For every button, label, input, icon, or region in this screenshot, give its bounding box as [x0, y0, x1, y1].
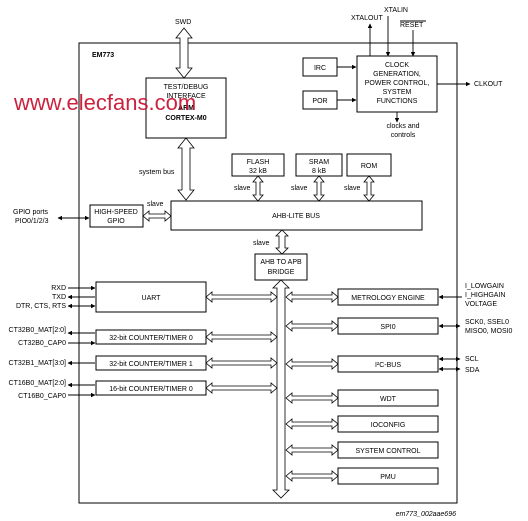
bridge-line1: AHB TO APB	[260, 259, 302, 266]
clocks-label2: controls	[391, 132, 416, 139]
uart-label: UART	[142, 295, 162, 302]
syscon-bus-arrow	[285, 444, 339, 456]
rxd-label: RXD	[51, 285, 66, 292]
spi0-label: SPI0	[380, 324, 395, 331]
sda-label: SDA	[465, 367, 480, 374]
gpio-line2: GPIO	[107, 218, 125, 225]
apb-bus	[272, 279, 290, 499]
flash-line2: 32 kB	[249, 168, 267, 175]
txd-label: TXD	[52, 294, 66, 301]
sram-slave-label: slave	[291, 185, 307, 192]
clock-line2: GENERATION,	[373, 71, 421, 78]
uart-bus-arrow	[205, 291, 278, 303]
ioconfig-label: IOCONFIG	[371, 422, 406, 429]
gpio-bus-arrow	[142, 210, 172, 222]
spi0-signals-1: SCK0, SSEL0	[465, 319, 509, 326]
i2c-bus-arrow	[285, 358, 339, 370]
voltage-label: VOLTAGE	[465, 301, 497, 308]
ct32b0-label: 32-bit COUNTER/TIMER 0	[109, 335, 193, 342]
spi0-bus-arrow	[285, 320, 339, 332]
irc-label: IRC	[314, 65, 326, 72]
swd-label: SWD	[175, 19, 191, 26]
gpio-slave-label: slave	[147, 201, 163, 208]
ct32b0-bus-arrow	[205, 331, 278, 343]
ct16b0-cap-label: CT16B0_CAP0	[18, 393, 66, 400]
gpio-ports-label2: PIO0/1/2/3	[15, 218, 49, 225]
pmu-label: PMU	[380, 474, 396, 481]
gpio-ports-label1: GPIO ports	[13, 209, 49, 216]
lowgain-label: I_LOWGAIN	[465, 283, 504, 290]
highgain-label: I_HIGHGAIN	[465, 292, 505, 299]
gpio-line1: HIGH-SPEED	[94, 209, 138, 216]
scl-label: SCL	[465, 356, 479, 363]
ct32b0-mat-label: CT32B0_MAT[2:0]	[9, 327, 67, 334]
ct16b0-label: 16-bit COUNTER/TIMER 0	[109, 386, 193, 393]
syscon-label: SYSTEM CONTROL	[356, 448, 421, 455]
ct16b0-mat-label: CT16B0_MAT[2:0]	[9, 380, 67, 387]
metrology-bus-arrow	[285, 291, 339, 303]
bridge-line2: BRIDGE	[268, 269, 295, 276]
clock-line4: SYSTEM	[383, 89, 412, 96]
flash-line1: FLASH	[247, 159, 270, 166]
por-label: POR	[312, 98, 327, 105]
clock-line3: POWER CONTROL,	[365, 80, 430, 87]
sram-line2: 8 kB	[312, 168, 326, 175]
reset-label: RESET	[400, 22, 424, 29]
clock-block	[356, 55, 438, 113]
figure-id: em773_002aae696	[396, 511, 456, 518]
system-bus-arrow	[177, 137, 195, 201]
ct32b1-mat-label: CT32B1_MAT[3:0]	[9, 360, 67, 367]
clock-line5: FUNCTIONS	[377, 98, 418, 105]
bridge-slave-label: slave	[253, 240, 269, 247]
spi0-signals-2: MISO0, MOSI0	[465, 328, 513, 335]
i2c-label: I²C-BUS	[375, 362, 401, 369]
ct16b0-bus-arrow	[205, 382, 278, 394]
system-bus-label: system bus	[139, 169, 175, 176]
ct32b1-bus-arrow	[205, 357, 278, 369]
ct32b0-cap-label: CT32B0_CAP0	[18, 340, 66, 347]
watermark: www.elecfans.com	[13, 90, 196, 115]
cpu-line4: CORTEX-M0	[165, 115, 206, 122]
wdt-bus-arrow	[285, 392, 339, 404]
cpu-block	[145, 77, 227, 139]
sram-line1: SRAM	[309, 159, 329, 166]
cpu-line2: INTERFACE	[166, 93, 206, 100]
ahb-lite-bus-label: AHB-LITE BUS	[272, 213, 320, 220]
rom-slave-label: slave	[344, 185, 360, 192]
cpu-line1: TEST/DEBUG	[164, 84, 209, 91]
metrology-label: METROLOGY ENGINE	[351, 295, 425, 302]
clkout-label: CLKOUT	[474, 81, 503, 88]
bridge-block	[254, 253, 308, 281]
dtr-label: DTR, CTS, RTS	[16, 303, 66, 310]
flash-slave-label: slave	[234, 185, 250, 192]
cpu-line3: ARM	[178, 105, 194, 112]
rom-label: ROM	[361, 163, 378, 170]
pmu-bus-arrow	[285, 470, 339, 482]
chip-name: EM773	[92, 52, 114, 59]
xtalin-label: XTALIN	[384, 7, 408, 14]
clocks-label1: clocks and	[386, 123, 419, 130]
ct32b1-label: 32-bit COUNTER/TIMER 1	[109, 361, 193, 368]
clock-line1: CLOCK	[385, 62, 409, 69]
ioconfig-bus-arrow	[285, 418, 339, 430]
ahb-lite-bus	[170, 200, 423, 231]
wdt-label: WDT	[380, 396, 397, 403]
xtalout-label: XTALOUT	[351, 15, 383, 22]
